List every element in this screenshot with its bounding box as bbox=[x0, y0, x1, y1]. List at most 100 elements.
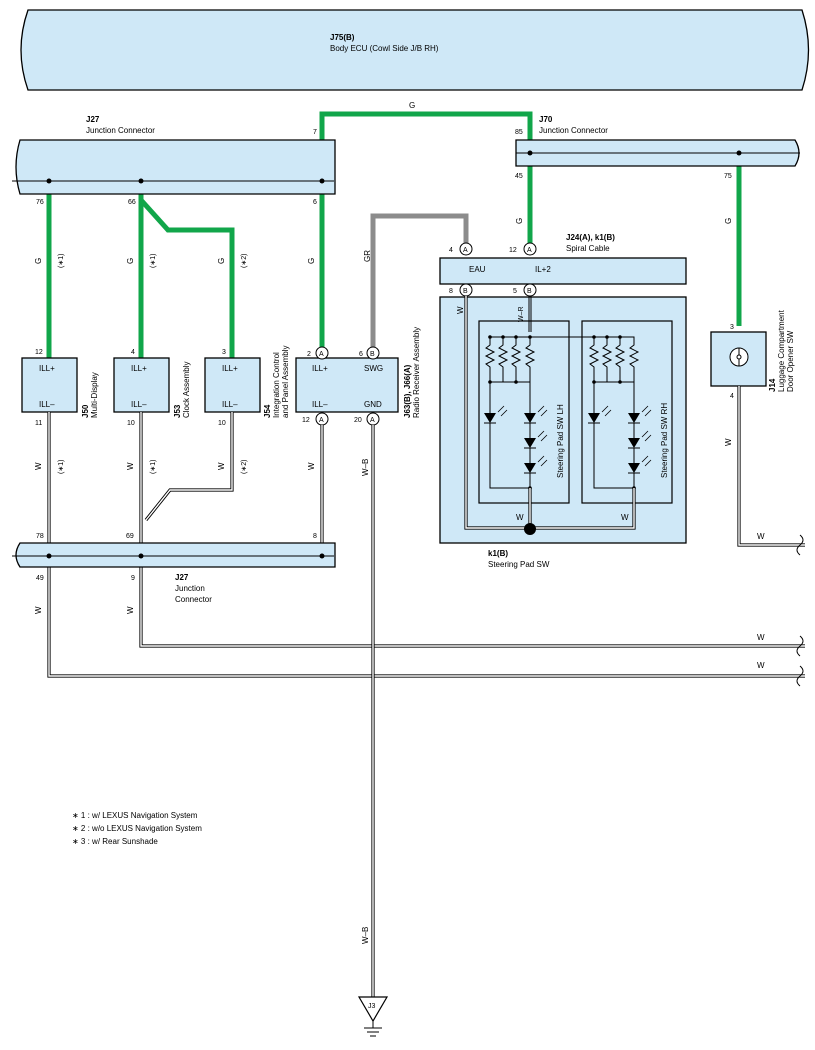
pin-7: 7 bbox=[313, 129, 317, 136]
j63-ill-minus: ILL– bbox=[312, 400, 328, 409]
j63-ill-plus: ILL+ bbox=[312, 364, 328, 373]
j70-node-45 bbox=[527, 150, 533, 156]
j53-ill-minus: ILL– bbox=[131, 400, 147, 409]
lh-diode-2 bbox=[524, 413, 536, 423]
spiral-term-eau: EAU bbox=[469, 265, 486, 274]
lh-diode-3 bbox=[524, 438, 536, 448]
j63-conn-a-2 bbox=[315, 346, 329, 360]
lh-diode-1 bbox=[484, 413, 496, 423]
j14-id: J14 bbox=[768, 378, 777, 392]
lh-resistor-3 bbox=[510, 337, 522, 382]
footnotes: ∗ 1 : w/ LEXUS Navigation System ∗ 2 : w… bbox=[72, 811, 202, 846]
wire-label-g-76: G bbox=[34, 258, 43, 264]
rh-node-5 bbox=[618, 380, 622, 384]
rh-led-arrows bbox=[601, 405, 652, 467]
rh-resistor-2 bbox=[601, 337, 613, 382]
steering-pad-rh-label: Steering Pad SW RH bbox=[660, 403, 669, 478]
rh-diode-2 bbox=[628, 413, 640, 423]
j63-id: J63(B), J66(A) bbox=[403, 364, 412, 418]
spiral-conn-b-8-label: B bbox=[463, 288, 468, 295]
rh-node-1 bbox=[592, 335, 596, 339]
spiral-cable-box bbox=[439, 257, 687, 285]
j27-bottom-node-8 bbox=[319, 553, 325, 559]
pin-76: 76 bbox=[36, 199, 44, 206]
j27-bottom-id: J27 bbox=[175, 573, 189, 582]
pin-75: 75 bbox=[724, 173, 732, 180]
lh-node-6 bbox=[514, 380, 518, 384]
wire-break-marks bbox=[796, 534, 804, 687]
rh-diode-4 bbox=[628, 463, 640, 473]
j27-top-name: Junction Connector bbox=[86, 126, 155, 135]
j50-multi-display: ILL+ ILL– 12 11 J50 Multi-Display bbox=[21, 349, 99, 427]
wire-label-gr: GR bbox=[363, 250, 372, 262]
wire-label-wr: W–R bbox=[518, 306, 525, 322]
pin-10-j54: 10 bbox=[218, 420, 226, 427]
k1-name: Steering Pad SW bbox=[488, 560, 550, 569]
wire-label-w-j54: W bbox=[217, 462, 226, 470]
j54-ill-minus: ILL– bbox=[222, 400, 238, 409]
lh-resistor-1 bbox=[484, 337, 530, 383]
pin-2: 2 bbox=[307, 351, 311, 358]
j27-top-node-66 bbox=[138, 178, 144, 184]
j14-name-2: Door Opener SW bbox=[786, 330, 795, 392]
pin-10-j53: 10 bbox=[127, 420, 135, 427]
pin-45: 45 bbox=[515, 173, 523, 180]
k1-id: k1(B) bbox=[488, 549, 508, 558]
j54-id: J54 bbox=[263, 404, 272, 418]
j53-box bbox=[113, 357, 170, 413]
wire-note-w-j53: (∗1) bbox=[150, 460, 157, 474]
lh-diode-lead-1b bbox=[489, 423, 530, 489]
wire-label-w-rh: W bbox=[621, 513, 629, 522]
j27-top-id: J27 bbox=[86, 115, 100, 124]
wire-label-w-j50: W bbox=[34, 462, 43, 470]
wire-note-76: (∗1) bbox=[58, 254, 65, 268]
pin-11: 11 bbox=[35, 420, 42, 427]
pin-3-j54: 3 bbox=[222, 349, 226, 356]
j54-name-2: and Panel Assembly bbox=[281, 346, 290, 419]
body-ecu: J75(B) Body ECU (Cowl Side J/B RH) bbox=[20, 9, 810, 91]
ground-id: J3 bbox=[368, 1003, 376, 1010]
j50-name: Multi-Display bbox=[90, 372, 99, 418]
j14-name-1: Luggage Compartment bbox=[777, 309, 786, 392]
lh-node-4 bbox=[528, 335, 532, 339]
j27-top-box bbox=[15, 139, 336, 195]
rh-resistor-4 bbox=[620, 336, 640, 382]
pin-69: 69 bbox=[126, 533, 134, 540]
wire-label-w-right1: W bbox=[757, 532, 765, 541]
j53-ill-plus: ILL+ bbox=[131, 364, 147, 373]
j27-top-node-6 bbox=[319, 178, 325, 184]
wire-label-w-j63: W bbox=[307, 462, 316, 470]
j27-top-node-76 bbox=[46, 178, 52, 184]
j27-top-connector: J27 Junction Connector bbox=[12, 115, 336, 195]
j27-bottom-connector: 78 69 8 49 9 J27 Junction Connector bbox=[12, 533, 336, 604]
wire-label-g-66: G bbox=[126, 258, 135, 264]
wire-g-j54 bbox=[139, 198, 235, 358]
pin-6-j63: 6 bbox=[359, 351, 363, 358]
wire-label-w-right2: W bbox=[757, 633, 765, 642]
spiral-conn-a-12 bbox=[523, 242, 537, 256]
j54-name-1: Integration Control bbox=[272, 352, 281, 418]
rh-diode-lead-1b bbox=[593, 423, 634, 489]
wire-label-g-j54: G bbox=[217, 258, 226, 264]
j63-conn-b-6 bbox=[366, 346, 380, 360]
pin-20: 20 bbox=[354, 417, 362, 424]
spiral-cable: EAU IL+2 J24(A), k1(B) Spiral Cable A A … bbox=[439, 233, 687, 297]
body-ecu-box bbox=[20, 9, 810, 91]
pin-85: 85 bbox=[515, 129, 523, 136]
j63-conn-b-6-label: B bbox=[370, 351, 375, 358]
steering-pad-ground-node bbox=[524, 523, 536, 535]
wire-note-j54: (∗2) bbox=[241, 254, 248, 268]
steering-pad-lh-label: Steering Pad SW LH bbox=[556, 404, 565, 478]
pin-49: 49 bbox=[36, 575, 44, 582]
white-wires bbox=[47, 386, 805, 998]
wire-label-w-j14: W bbox=[724, 438, 733, 446]
ground-j3: J3 bbox=[357, 996, 389, 1037]
pin-12-j50: 12 bbox=[35, 349, 43, 356]
wire-label-g-top: G bbox=[409, 101, 415, 110]
wire-note-66: (∗1) bbox=[150, 254, 157, 268]
spiral-conn-a-4-label: A bbox=[463, 247, 468, 254]
wire-label-wb-bottom: W–B bbox=[361, 927, 370, 944]
j53-clock-assembly: ILL+ ILL– 4 10 J53 Clock Assembly bbox=[113, 349, 191, 427]
wire-g-j27-j70 bbox=[319, 111, 533, 182]
pin-4: 4 bbox=[449, 247, 453, 254]
